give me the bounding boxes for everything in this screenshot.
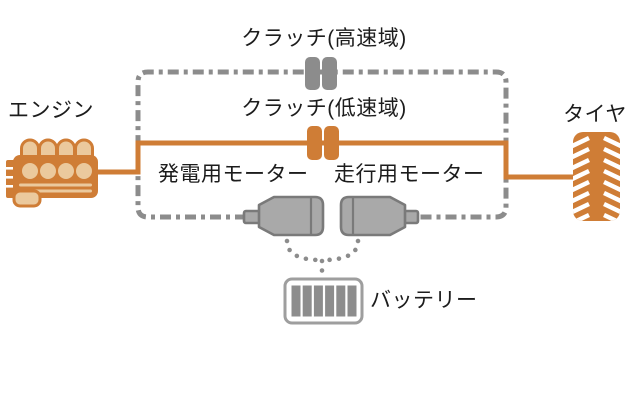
engine-label: エンジン: [8, 99, 94, 122]
battery-icon: [283, 277, 364, 325]
generator-motor-label: 発電用モーター: [158, 163, 309, 186]
engine-icon: [5, 138, 98, 208]
clutch-high-label: クラッチ(高速域): [241, 27, 407, 50]
tire-label: タイヤ: [563, 103, 627, 126]
tire-icon: [573, 132, 620, 221]
clutch-high-icon: [305, 57, 337, 90]
generator-motor-icon: [242, 195, 325, 237]
battery-label: バッテリー: [370, 289, 478, 312]
generator-battery-dotted-line: [284, 238, 321, 263]
drive-battery-dotted-line: [323, 238, 361, 263]
clutch-low-label: クラッチ(低速域): [241, 97, 407, 120]
drive-motor-label: 走行用モーター: [334, 163, 485, 186]
drive-motor-icon: [339, 195, 420, 237]
clutch-low-icon: [307, 126, 339, 160]
